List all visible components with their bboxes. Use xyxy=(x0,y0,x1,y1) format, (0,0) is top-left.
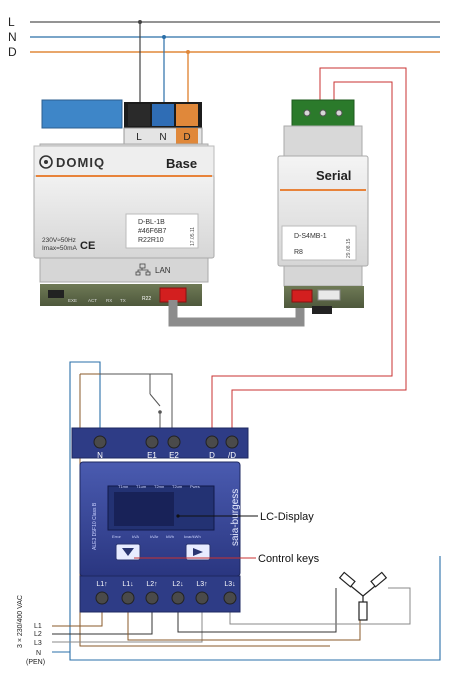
base-rating-line2: Imax=50mA xyxy=(42,245,78,252)
svg-text:D-S4MB-1: D-S4MB-1 xyxy=(294,233,327,240)
svg-text:kWh: kWh xyxy=(166,534,174,539)
meter-brand: saia-burgess xyxy=(230,489,241,546)
bus-lines: L N D xyxy=(8,15,440,104)
svg-text:T1mn: T1mn xyxy=(118,484,128,489)
meter-top-terminals xyxy=(93,435,239,449)
meter-bottom-terminals xyxy=(95,591,237,605)
svg-text:R22: R22 xyxy=(142,296,151,302)
svg-text:ACT: ACT xyxy=(88,298,97,303)
bus-l-label: L xyxy=(8,15,15,29)
svg-text:29.08.15: 29.08.15 xyxy=(346,238,352,258)
meter-terminal-d: D xyxy=(209,451,215,460)
svg-text:(PEN): (PEN) xyxy=(26,659,45,666)
ce-mark: CE xyxy=(80,240,95,252)
bus-n-label: N xyxy=(8,30,17,44)
lan-icon xyxy=(135,263,151,276)
svg-text:L2: L2 xyxy=(34,631,42,638)
svg-text:L1↑: L1↑ xyxy=(96,581,107,588)
svg-text:L3: L3 xyxy=(34,640,42,647)
right-arrow-icon xyxy=(193,548,203,556)
base-rs485-port xyxy=(159,287,187,303)
svg-text:#46F6B7: #46F6B7 xyxy=(138,228,167,235)
svg-text:T2um: T2um xyxy=(172,484,183,489)
bus-d-label: D xyxy=(8,45,17,59)
meter-terminal-e1: E1 xyxy=(147,451,157,460)
svg-text:kVAr: kVAr xyxy=(150,534,159,539)
meter-terminal-n: N xyxy=(97,451,103,460)
base-model-label xyxy=(125,213,199,249)
svg-text:Pwes: Pwes xyxy=(190,484,200,489)
supply-labels: 3 × 230/400 VAC L1 L2 L3 N (PEN) xyxy=(17,595,45,666)
base-terminal-l: L xyxy=(136,132,142,143)
svg-text:RX: RX xyxy=(106,298,112,303)
svg-text:R22R10: R22R10 xyxy=(138,237,164,244)
energy-meter: N E1 E2 D /D ALE3 D5F10 Class B saia-bur… xyxy=(71,427,249,613)
svg-text:17.05.11: 17.05.11 xyxy=(190,227,196,246)
serial-rs485-port xyxy=(291,289,313,303)
svg-text:T1um: T1um xyxy=(136,484,147,489)
svg-text:N: N xyxy=(36,650,41,657)
meter-terminal-nd: /D xyxy=(228,451,236,460)
svg-text:L3↑: L3↑ xyxy=(196,581,207,588)
svg-text:L1: L1 xyxy=(34,623,42,630)
base-logo: DOMIQ xyxy=(56,155,105,170)
svg-text:kvar/kWh: kvar/kWh xyxy=(184,534,201,539)
base-relay xyxy=(41,99,123,129)
svg-text:R8: R8 xyxy=(294,249,303,256)
supply-voltage: 3 × 230/400 VAC xyxy=(17,595,24,648)
svg-text:D-BL-1B: D-BL-1B xyxy=(138,219,165,226)
callout-control-keys: Control keys xyxy=(258,553,320,565)
base-module: L N D DOMIQ Base D-BL-1B #46F6B7 R22R10 … xyxy=(33,99,215,306)
svg-text:L3↓: L3↓ xyxy=(224,581,235,588)
load-symbol xyxy=(338,571,388,621)
svg-text:Error: Error xyxy=(112,534,122,539)
base-rating-line1: 230V≈50Hz xyxy=(42,237,76,244)
svg-text:TX: TX xyxy=(120,298,126,303)
lan-label: LAN xyxy=(155,266,171,275)
serial-title: Serial xyxy=(316,168,351,183)
svg-text:EXE: EXE xyxy=(68,298,77,303)
signal-wires xyxy=(211,67,407,432)
module-link-cable xyxy=(168,300,305,327)
svg-text:T2mn: T2mn xyxy=(154,484,164,489)
svg-text:L1↓: L1↓ xyxy=(122,581,133,588)
svg-text:L2↑: L2↑ xyxy=(146,581,157,588)
domiq-logo-icon xyxy=(39,155,53,169)
meter-terminal-e2: E2 xyxy=(169,451,179,460)
svg-text:kVA: kVA xyxy=(132,534,139,539)
callout-lc-display: LC-Display xyxy=(260,511,314,523)
base-terminal-d: D xyxy=(183,132,190,143)
base-title: Base xyxy=(166,156,197,171)
base-terminal-n: N xyxy=(159,132,166,143)
serial-module: Serial D-S4MB-1 R8 29.08.15 xyxy=(277,99,369,314)
callouts: LC-Display Control keys xyxy=(134,511,320,565)
svg-text:L2↓: L2↓ xyxy=(172,581,183,588)
meter-class-text: ALE3 D5F10 Class B xyxy=(92,502,98,550)
down-arrow-icon xyxy=(122,548,134,556)
serial-model-label xyxy=(281,225,357,261)
